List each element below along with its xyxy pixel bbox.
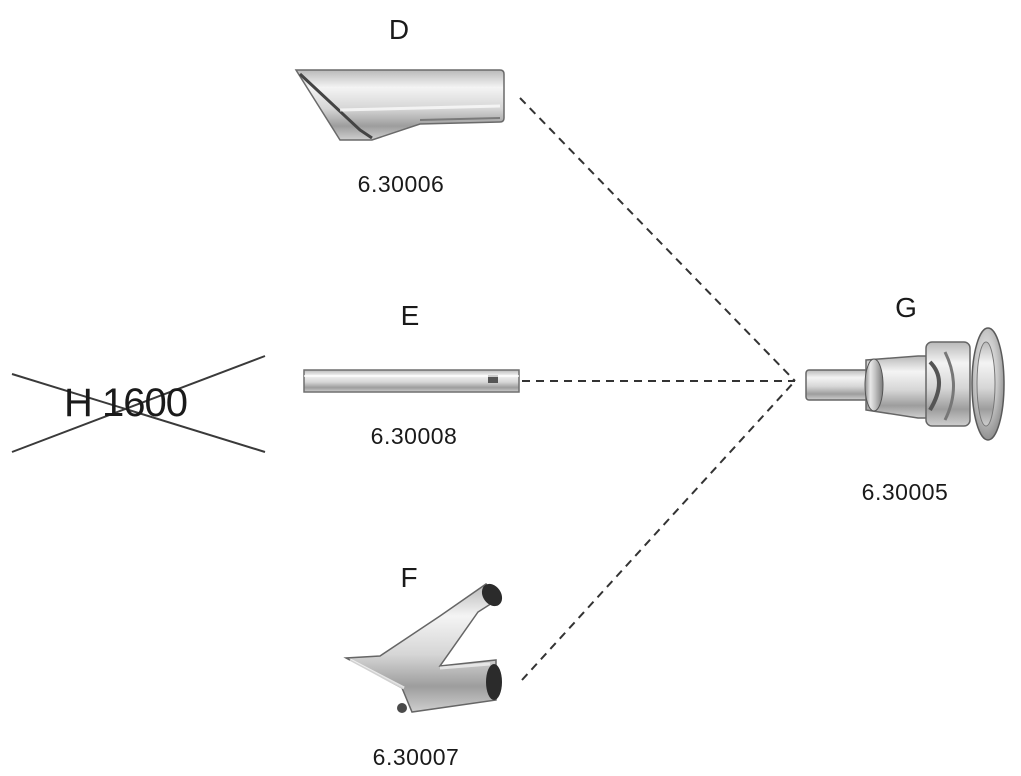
- part-g-letter: G: [895, 292, 917, 323]
- nozzle-e-illustration: [303, 369, 520, 393]
- part-f-letter: F: [400, 562, 418, 593]
- part-f-code: 6.30007: [372, 744, 460, 770]
- excluded-cross: [11, 355, 266, 453]
- connector-d-to-g: [519, 97, 796, 382]
- part-e-letter: E: [400, 300, 420, 331]
- nozzle-f-illustration: [343, 583, 503, 713]
- excluded-model-label: H 1600: [64, 381, 188, 425]
- connector-lines: [519, 97, 796, 681]
- part-e-code: 6.30008: [370, 423, 458, 449]
- connector-f-to-g: [521, 380, 796, 681]
- part-d-code: 6.30006: [357, 171, 445, 197]
- nozzle-d-illustration: [294, 69, 505, 141]
- part-d-letter: D: [388, 14, 410, 45]
- part-g-code: 6.30005: [861, 479, 949, 505]
- nozzle-g-illustration: [805, 327, 1005, 441]
